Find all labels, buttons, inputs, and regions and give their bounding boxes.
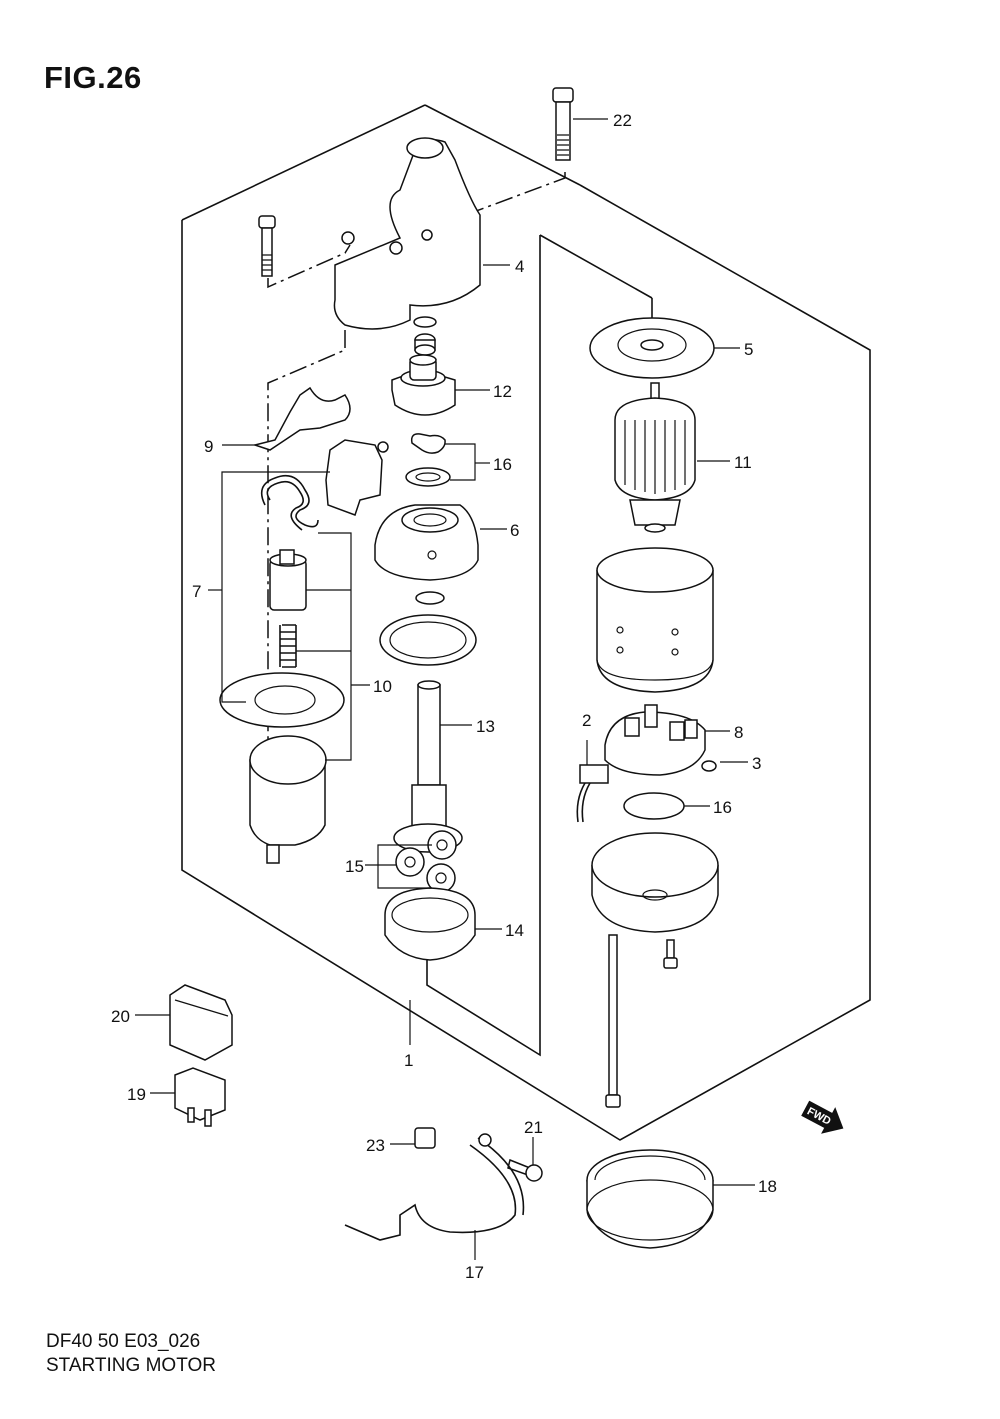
housing-bolt[interactable] xyxy=(258,215,276,277)
callout-20[interactable]: 20 xyxy=(111,1007,130,1026)
part-4-housing[interactable] xyxy=(333,137,481,330)
callout-8[interactable]: 8 xyxy=(734,723,743,742)
callout-5[interactable]: 5 xyxy=(744,340,753,359)
callout-13[interactable]: 13 xyxy=(476,717,495,736)
part-6-gear-housing[interactable] xyxy=(374,504,479,581)
solenoid-plate[interactable] xyxy=(219,672,345,728)
callout-3[interactable]: 3 xyxy=(752,754,761,773)
part-5-plate[interactable] xyxy=(589,317,715,379)
part-20-relay-cover[interactable] xyxy=(169,984,233,1061)
callout-4[interactable]: 4 xyxy=(515,257,524,276)
callout-17[interactable]: 17 xyxy=(465,1263,484,1282)
part-14-internal-gear[interactable] xyxy=(384,887,476,961)
part-13-shaft[interactable] xyxy=(393,680,463,853)
leader-lines xyxy=(135,118,755,1260)
part-9-shift-lever[interactable] xyxy=(252,386,351,451)
lever-plunger-block[interactable] xyxy=(325,439,389,516)
motor-yoke[interactable] xyxy=(596,547,714,693)
part-15-planetary-gears[interactable] xyxy=(395,830,457,893)
callout-23[interactable]: 23 xyxy=(366,1136,385,1155)
solenoid-plunger[interactable] xyxy=(269,549,307,611)
part-16-ring-washer[interactable] xyxy=(405,433,451,487)
brush-screw[interactable] xyxy=(663,939,678,969)
spring-clip[interactable] xyxy=(260,474,319,531)
part-23-clip[interactable] xyxy=(414,1127,436,1149)
callout-18[interactable]: 18 xyxy=(758,1177,777,1196)
part-3-nut[interactable] xyxy=(701,760,717,772)
callout-22[interactable]: 22 xyxy=(613,111,632,130)
part-8-brush-holder[interactable] xyxy=(604,704,706,776)
part-18-band[interactable] xyxy=(586,1149,714,1249)
part-22-through-bolt[interactable] xyxy=(552,87,574,161)
assembly-outline xyxy=(181,104,871,1141)
callout-21[interactable]: 21 xyxy=(524,1118,543,1137)
end-cover[interactable] xyxy=(591,832,719,933)
callout-1[interactable]: 1 xyxy=(404,1051,413,1070)
fwd-direction-icon: FWD xyxy=(801,1100,844,1134)
callout-7[interactable]: 7 xyxy=(192,582,201,601)
callout-6[interactable]: 6 xyxy=(510,521,519,540)
o-ring[interactable] xyxy=(413,316,437,328)
part-16-washer[interactable] xyxy=(623,792,685,820)
callout-16-ring-washer[interactable]: 16 xyxy=(493,455,512,474)
part-12-pinion-clutch[interactable] xyxy=(391,354,456,416)
callout-10[interactable]: 10 xyxy=(373,677,392,696)
figure-caption: DF40 50 E03_026 STARTING MOTOR xyxy=(46,1330,216,1378)
solenoid-spring[interactable] xyxy=(279,624,297,668)
callout-2[interactable]: 2 xyxy=(582,711,591,730)
figure-title: FIG.26 xyxy=(44,60,142,95)
callout-14[interactable]: 14 xyxy=(505,921,524,940)
solenoid-body[interactable] xyxy=(249,735,327,864)
part-17-bracket[interactable] xyxy=(344,1133,525,1241)
part-2-lead-wire[interactable] xyxy=(576,764,609,823)
callout-15[interactable]: 15 xyxy=(345,857,364,876)
gasket[interactable] xyxy=(379,591,477,666)
callout-16-washer[interactable]: 16 xyxy=(713,798,732,817)
callout-11[interactable]: 11 xyxy=(734,453,752,472)
callout-12[interactable]: 12 xyxy=(493,382,512,401)
callout-9[interactable]: 9 xyxy=(204,437,213,456)
part-11-armature[interactable] xyxy=(614,382,696,533)
callout-labels: 1 2 3 4 5 6 7 8 9 10 11 12 13 14 15 16 1… xyxy=(111,111,777,1282)
figure-name: STARTING MOTOR xyxy=(46,1355,216,1376)
part-19-relay[interactable] xyxy=(174,1067,226,1127)
long-through-bolt[interactable] xyxy=(605,934,621,1108)
part-21-bolt[interactable] xyxy=(507,1158,543,1182)
bushing[interactable] xyxy=(414,333,436,356)
model-code: DF40 50 E03_026 xyxy=(46,1331,201,1352)
callout-19[interactable]: 19 xyxy=(127,1085,146,1104)
